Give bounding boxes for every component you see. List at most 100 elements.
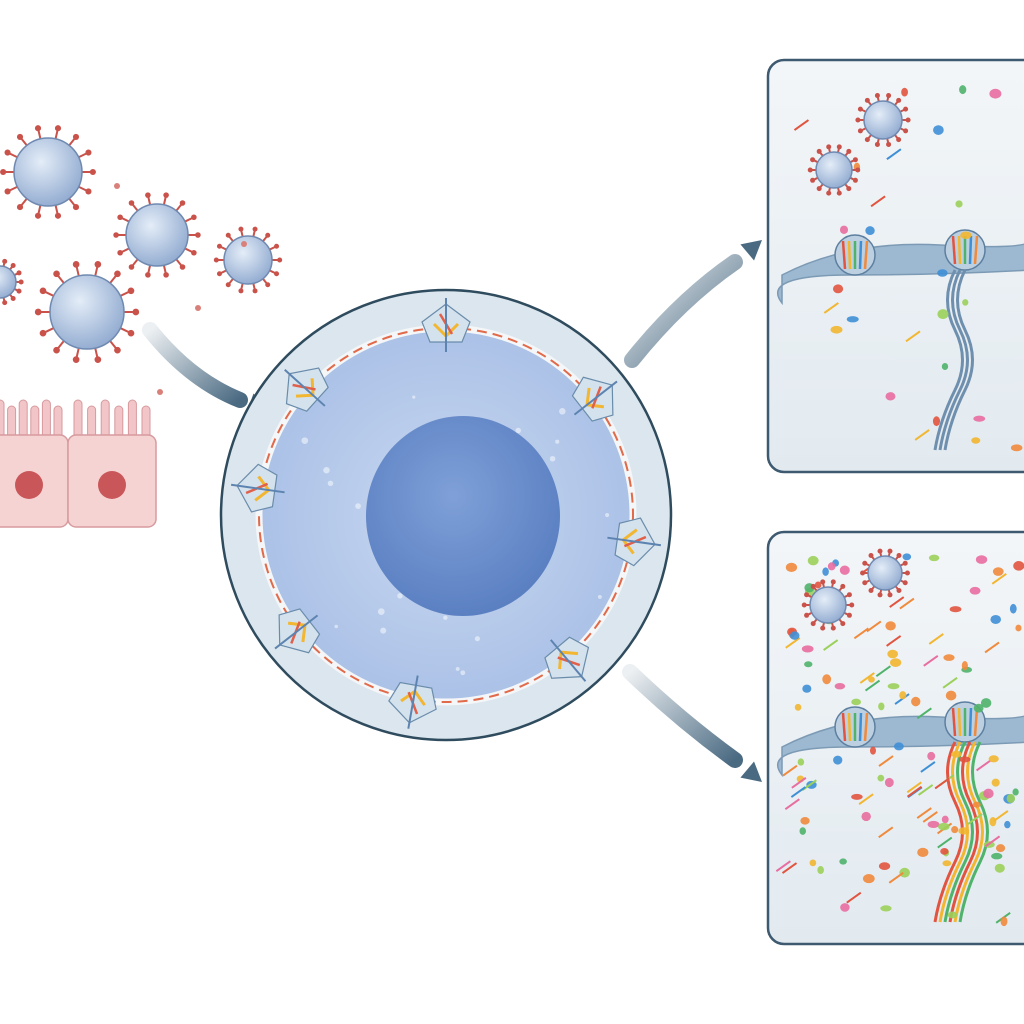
virus-spike-tip xyxy=(857,106,863,112)
virus-spike-tip xyxy=(836,190,842,196)
cytokine-particle xyxy=(890,658,902,667)
virus-spike-tip xyxy=(127,329,135,337)
virus-spike-tip xyxy=(830,625,836,631)
virus-spike-tip xyxy=(830,579,836,585)
virus-spike-tip xyxy=(265,232,271,238)
vesicle xyxy=(327,480,334,487)
virus-spike-tip xyxy=(874,141,880,147)
virus-spike-tip xyxy=(54,125,62,132)
cytokine-particle xyxy=(990,614,1002,624)
signal-streak xyxy=(889,596,905,608)
channel-strand xyxy=(847,240,852,270)
signal-streak xyxy=(991,573,1007,585)
cytokine-particle xyxy=(822,567,829,576)
signal-streak xyxy=(858,793,874,805)
virus-spike-tip xyxy=(39,329,47,337)
virus-spike-tip xyxy=(238,288,244,294)
cytokine-particle xyxy=(973,415,986,422)
virus-spike-tip xyxy=(820,579,826,585)
cytokine-particle xyxy=(822,674,832,685)
signal-streak xyxy=(888,871,904,884)
virus-body xyxy=(863,100,903,140)
virus-body xyxy=(125,203,189,267)
membrane-receptor-icon xyxy=(544,636,590,682)
virus-spike-tip xyxy=(807,167,813,173)
cytokine-particle xyxy=(1015,624,1022,632)
virus-icon xyxy=(113,192,201,278)
virus-spike-tip xyxy=(801,602,807,608)
virus-spike-tip xyxy=(857,128,863,134)
arrow-head xyxy=(740,761,762,782)
cytokine-particle xyxy=(884,777,894,788)
signal-strand xyxy=(953,741,984,923)
virus-spike-tip xyxy=(225,282,231,288)
virus-spike-tip xyxy=(10,262,16,268)
signal-streak xyxy=(920,761,936,773)
virus-spike-tip xyxy=(277,257,283,263)
virus-spike-tip xyxy=(10,296,16,302)
signal-streak xyxy=(923,655,939,667)
virus-spike-tip xyxy=(252,288,258,294)
signal-streak xyxy=(875,665,891,677)
vesicle xyxy=(301,437,309,444)
virus-spike-tip xyxy=(128,264,135,270)
microvillus xyxy=(18,399,28,441)
virus-spike-tip xyxy=(820,625,826,631)
virus-spike-tip xyxy=(191,249,197,256)
virus-spike-tip xyxy=(94,261,102,268)
channel-strand xyxy=(957,707,962,737)
virus-spike-tip xyxy=(225,232,231,238)
virus-spike-tip xyxy=(887,548,893,554)
cytokine-particle xyxy=(988,755,999,763)
vesicle xyxy=(380,627,387,634)
cytokine-particle xyxy=(862,874,875,884)
virus-spike-tip xyxy=(216,271,222,277)
microvillus xyxy=(73,399,83,441)
vesicle xyxy=(412,395,416,399)
cytokine-particle xyxy=(911,696,921,707)
cytokine-particle xyxy=(947,911,958,919)
cytokine-particle xyxy=(941,815,949,824)
virus-body xyxy=(809,586,847,624)
virus-spike-tip xyxy=(191,214,197,221)
cytokine-particle xyxy=(833,755,843,765)
virus-icon xyxy=(807,144,861,196)
virus-spike-tip xyxy=(896,97,902,103)
virus-spike-tip xyxy=(840,621,846,627)
strong-response-panel xyxy=(766,530,1024,946)
vesicle xyxy=(474,636,480,642)
virus-spike-tip xyxy=(179,264,186,270)
cytokine-particle xyxy=(938,822,950,831)
signal-streak xyxy=(775,860,791,873)
cytokine-particle xyxy=(943,654,955,661)
membrane-receptor-icon xyxy=(388,675,437,729)
receptor-spine xyxy=(230,483,285,494)
virus-spike-tip xyxy=(145,272,151,278)
cytokine-particle xyxy=(945,690,957,701)
membrane-receptor-icon xyxy=(230,463,285,513)
cytokine-particle xyxy=(994,863,1005,873)
cytokine-particle xyxy=(942,860,952,867)
signal-streak xyxy=(823,302,839,314)
particle xyxy=(114,183,120,189)
virus-spike-tip xyxy=(4,188,11,195)
signal-strand xyxy=(938,269,969,451)
signal-streak xyxy=(984,641,1000,654)
virus-spike-tip xyxy=(39,287,47,295)
channel-strand xyxy=(863,240,869,270)
microvillus xyxy=(100,399,110,441)
vesicle xyxy=(515,427,521,434)
virus-spike-tip xyxy=(238,226,244,232)
virus-spike-tip xyxy=(4,149,11,156)
virus-spike-tip xyxy=(874,93,880,99)
virus-spike-tip xyxy=(127,287,135,295)
cytokine-particle xyxy=(991,778,1000,787)
virus-spike-tip xyxy=(826,144,832,150)
cytokine-particle xyxy=(839,565,850,575)
cytokine-particle xyxy=(899,691,907,700)
virus-spike-tip xyxy=(855,167,861,173)
cytokine-particle xyxy=(989,816,997,827)
response-panels xyxy=(766,58,1024,946)
cytokine-particle xyxy=(989,88,1002,99)
virus-spike-tip xyxy=(804,612,810,618)
